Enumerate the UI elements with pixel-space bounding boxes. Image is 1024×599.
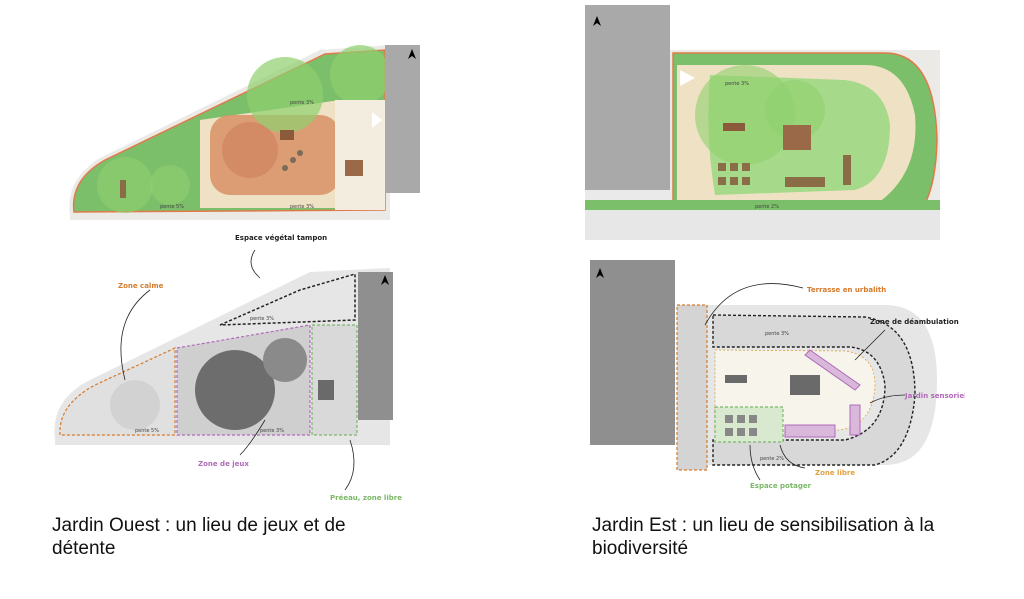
label-games-zone: Zone de jeux xyxy=(198,460,249,468)
west-zone-slope-left: pente 5% xyxy=(135,428,159,434)
west-slope-top: pente 3% xyxy=(290,100,314,106)
label-free-zone: Zone libre xyxy=(815,469,855,477)
west-zones-diagram: pente 3% pente 5% pente 3% Espace végéta… xyxy=(54,234,402,502)
east-slope-bottom: pente 2% xyxy=(755,204,779,210)
label-meadow-zone: Préeau, zone libre xyxy=(330,494,402,502)
north-arrow-icon xyxy=(408,49,416,59)
north-arrow-icon xyxy=(593,16,601,26)
east-caption-line1: Jardin Est : un lieu de sensibilisation … xyxy=(592,515,935,536)
east-zone-slope-top: pente 3% xyxy=(765,331,789,337)
label-terrace: Terrasse en urbalith xyxy=(807,286,886,294)
east-zones-diagram: pente 3% pente 2% Terrasse en urbalith Z… xyxy=(590,260,965,490)
label-wander-zone: Zone de déambulation xyxy=(870,318,959,326)
west-slope-left: pente 5% xyxy=(160,204,184,210)
east-caption-line2: biodiversité xyxy=(592,538,689,559)
west-caption-line2: détente xyxy=(52,538,116,559)
label-sensory-garden: Jardin sensoriel xyxy=(904,392,965,400)
west-zone-slope-top: pente 3% xyxy=(250,316,274,322)
west-caption: Jardin Ouest : un lieu de jeux et de dét… xyxy=(52,514,472,560)
label-vegetable-garden: Espace potager xyxy=(750,482,812,490)
label-calm-zone: Zone calme xyxy=(118,282,164,290)
east-zone-slope-bottom: pente 2% xyxy=(760,456,784,462)
east-slope-top: pente 3% xyxy=(725,81,749,87)
west-caption-line1: Jardin Ouest : un lieu de jeux et de xyxy=(52,515,346,536)
east-garden-plan: pente 3% pente 2% xyxy=(585,5,940,240)
north-arrow-icon xyxy=(596,268,604,278)
east-caption: Jardin Est : un lieu de sensibilisation … xyxy=(592,514,1012,560)
north-arrow-icon xyxy=(381,275,389,285)
west-garden-plan: pente 3% pente 5% pente 3% xyxy=(69,45,420,220)
west-slope-bottom: pente 3% xyxy=(290,204,314,210)
west-zone-slope-bottom: pente 3% xyxy=(260,428,284,434)
label-buffer-zone: Espace végétal tampon xyxy=(235,234,327,242)
